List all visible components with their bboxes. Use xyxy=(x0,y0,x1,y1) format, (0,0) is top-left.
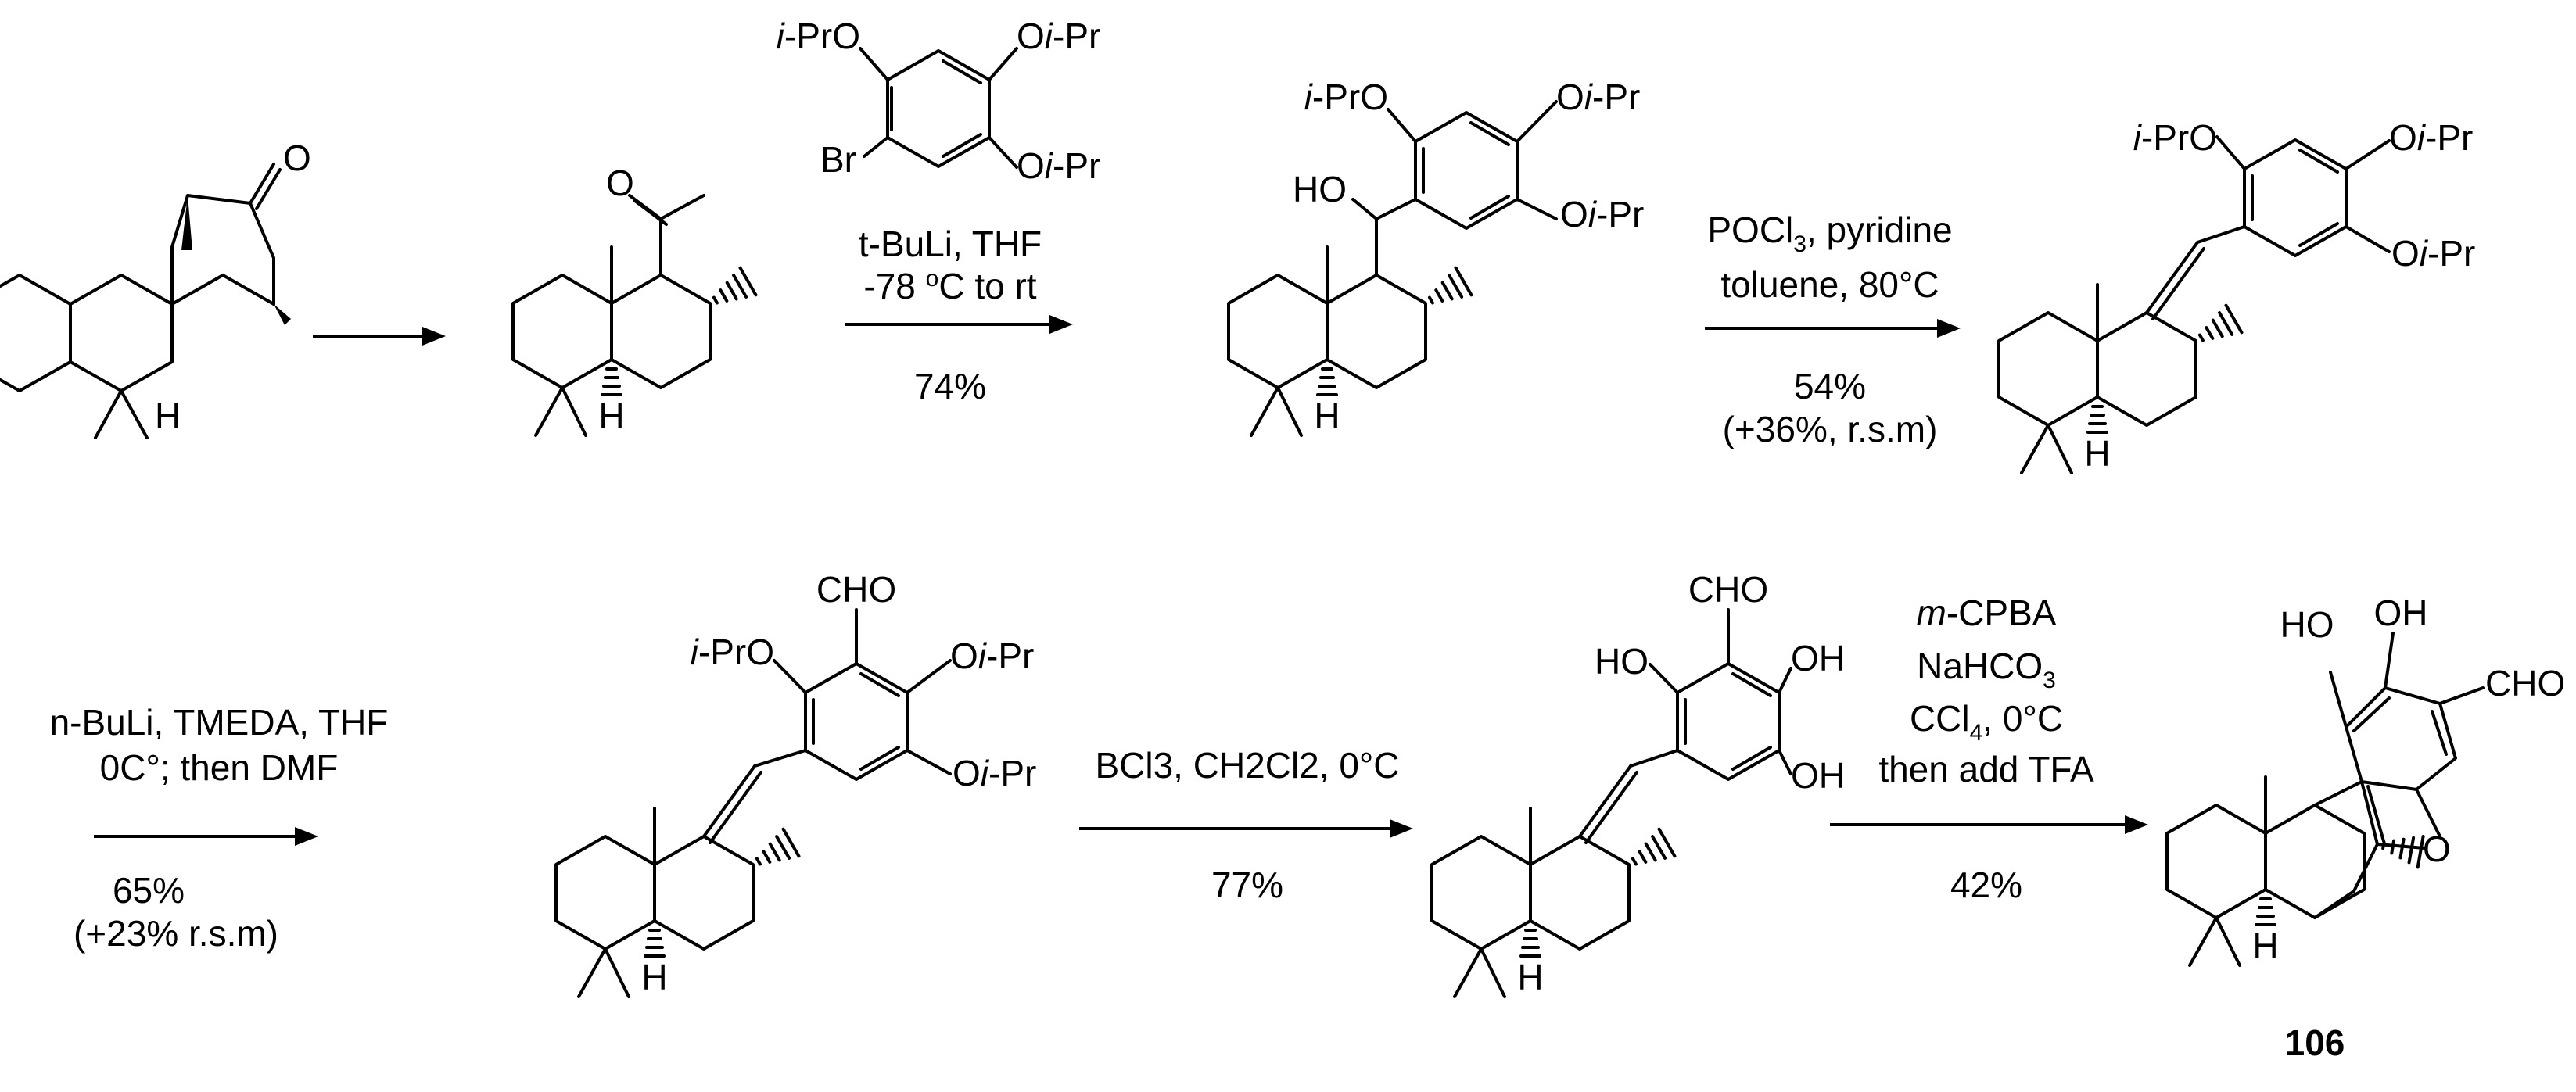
ipro-label: i-PrO xyxy=(2133,117,2217,158)
cond-temp: -78 oC to rt xyxy=(863,266,1036,306)
compound-alcohol: HO i-PrO Oi-Pr Oi-Pr xyxy=(1227,77,1644,438)
compound-aldehyde: CHO i-PrO Oi-Pr Oi-Pr xyxy=(554,569,1036,999)
junction-h: H xyxy=(155,396,181,436)
compound-number: 106 xyxy=(2285,1022,2345,1063)
reaction-step-3: POCl3, pyridine toluene, 80°C 54% (+36%,… xyxy=(1705,209,1961,449)
oipr-label: Oi-Pr xyxy=(1560,194,1644,235)
hydroxyl-label: OH xyxy=(2374,593,2428,633)
reaction-step-4: n-BuLi, TMEDA, THF 0C°; then DMF 65% (+2… xyxy=(50,702,389,954)
aldehyde-label: CHO xyxy=(816,569,896,610)
compound-alkene: i-PrO Oi-Pr Oi-Pr xyxy=(1997,117,2475,475)
carbonyl-o: O xyxy=(606,163,634,203)
oipr-label: Oi-Pr xyxy=(2391,233,2475,274)
compound-106: O HO OH CHO 106 xyxy=(2165,593,2565,1063)
reaction-step-2: t-BuLi, THF -78 oC to rt 74% i-PrO Oi-Pr… xyxy=(777,16,1101,406)
furan-o: O xyxy=(2423,829,2451,869)
compound-triol-aldehyde: CHO HO OH OH xyxy=(1430,569,1845,999)
hydroxyl-label: HO xyxy=(2280,604,2334,645)
cond-dmf: 0C°; then DMF xyxy=(100,747,339,788)
ketone-o: O xyxy=(283,138,311,178)
cond-ccl4: CCl4, 0°C xyxy=(1910,698,2063,746)
hydroxyl-label: OH xyxy=(1791,638,1845,678)
aldehyde-label: CHO xyxy=(1688,569,1768,610)
hydroxyl-label: HO xyxy=(1595,641,1649,682)
yield-65: 65% xyxy=(113,870,185,911)
hydroxyl-label: OH xyxy=(1791,755,1845,796)
yield-77: 77% xyxy=(1211,865,1283,905)
oipr-label: Oi-Pr xyxy=(1017,145,1100,186)
cond-nahco3: NaHCO3 xyxy=(1917,646,2056,693)
cond-tfa: then add TFA xyxy=(1878,749,2094,789)
rsm-36: (+36%, r.s.m) xyxy=(1723,409,1938,449)
cond-nbuli: n-BuLi, TMEDA, THF xyxy=(50,702,389,743)
oipr-label: Oi-Pr xyxy=(950,636,1034,676)
br-label: Br xyxy=(820,139,856,180)
cond-pocl3: POCl3, pyridine xyxy=(1707,209,1952,257)
ipro-label: i-PrO xyxy=(1304,77,1388,117)
oipr-label: Oi-Pr xyxy=(1556,77,1640,117)
oipr-label: Oi-Pr xyxy=(1017,16,1100,56)
reaction-step-6: m-CPBA NaHCO3 CCl4, 0°C then add TFA 42% xyxy=(1830,593,2148,905)
oipr-label: Oi-Pr xyxy=(953,753,1036,793)
yield-54: 54% xyxy=(1794,366,1866,406)
yield-74: 74% xyxy=(914,366,986,406)
cond-mcpba: m-CPBA xyxy=(1917,593,2057,633)
rsm-23: (+23% r.s.m) xyxy=(74,913,278,954)
reagent-aryl-bromide: i-PrO Oi-Pr Oi-Pr Br xyxy=(777,16,1101,186)
compound-methyl-ketone: O xyxy=(511,163,758,438)
ipro-label: i-PrO xyxy=(691,632,774,672)
oipr-label: Oi-Pr xyxy=(2389,117,2473,158)
reaction-step-5: BCl3, CH2Cl2, 0°C 77% xyxy=(1079,745,1413,905)
cond-toluene: toluene, 80°C xyxy=(1720,264,1939,305)
hydroxyl-label: HO xyxy=(1293,169,1347,209)
compound-ketone-start: O H xyxy=(0,138,311,439)
ipro-label: i-PrO xyxy=(777,16,860,56)
cond-bcl3: BCl3, CH2Cl2, 0°C xyxy=(1095,745,1399,786)
yield-42: 42% xyxy=(1950,865,2022,905)
cond-tbuli: t-BuLi, THF xyxy=(859,224,1042,264)
reaction-arrow-1 xyxy=(313,327,446,346)
aldehyde-label: CHO xyxy=(2485,663,2565,704)
